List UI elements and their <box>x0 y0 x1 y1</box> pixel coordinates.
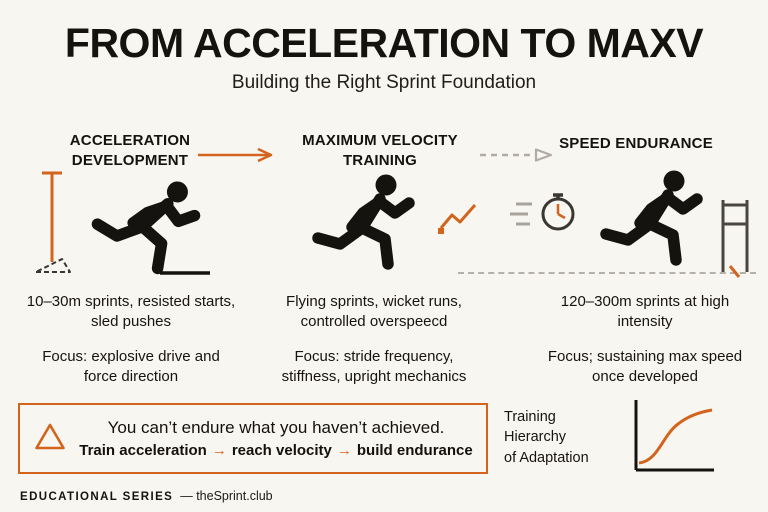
dashed-arrow-icon <box>478 147 558 168</box>
footer-brand: — theSprint.club <box>180 489 273 503</box>
hurdle-icon <box>721 200 749 272</box>
heading-speed-endurance: SPEED ENDURANCE <box>559 135 713 152</box>
speed-endurance-runner-icon <box>502 156 758 293</box>
solid-arrow-icon <box>196 147 276 168</box>
trend-chart-icon <box>438 204 477 234</box>
stopwatch-icon <box>510 193 575 231</box>
acceleration-runner-icon <box>28 166 238 291</box>
hierarchy-line: Training <box>504 409 556 425</box>
warning-triangle-icon <box>34 422 66 456</box>
step-reach-velocity: reach velocity <box>231 442 332 459</box>
desc-acceleration: 10–30m sprints, resisted starts, sled pu… <box>26 293 236 330</box>
footer: EDUCATIONAL SERIES — theSprint.club <box>20 487 273 505</box>
desc-speed-endurance: 120–300m sprints at high intensity <box>560 293 730 330</box>
hierarchy-line: of Adaptation <box>504 449 589 466</box>
key-message-line1: You can’t endure what you haven’t achiev… <box>107 418 445 437</box>
step-train-acceleration: Train acceleration <box>79 442 207 459</box>
max-velocity-runner-icon <box>276 162 486 291</box>
step-arrow-icon: → <box>211 442 227 459</box>
focus-speed-endurance: Focus; sustaining max speed once develop… <box>547 348 743 385</box>
key-message-text: You can’t endure what you haven’t achiev… <box>78 418 474 459</box>
dashed-ground-line <box>458 272 756 274</box>
desc-max-velocity: Flying sprints, wicket runs, controlled … <box>286 293 462 330</box>
heading-maximum-velocity-training: MAXIMUM VELOCITY TRAINING <box>302 132 458 169</box>
heading-acceleration-development: ACCELERATION DEVELOPMENT <box>69 132 191 169</box>
training-hierarchy-label: Training Hierarchy of Adaptation <box>504 407 614 468</box>
footer-series-label: EDUCATIONAL SERIES <box>20 491 174 503</box>
step-arrow-icon: → <box>336 442 352 459</box>
key-message-line2: Train acceleration→reach velocity→build … <box>78 442 474 459</box>
focus-acceleration: Focus: explosive drive and force directi… <box>42 348 220 385</box>
hierarchy-line: Hierarchy <box>504 429 567 446</box>
focus-max-velocity: Focus: stride frequency, stiffness, upri… <box>281 348 467 385</box>
key-message-box: You can’t endure what you haven’t achiev… <box>18 403 488 474</box>
page-title: FROM ACCELERATION TO MAXV <box>64 20 704 66</box>
page-subtitle: Building the Right Sprint Foundation <box>231 72 537 93</box>
adaptation-curve-icon <box>626 398 718 485</box>
step-build-endurance: build endurance <box>356 442 473 459</box>
